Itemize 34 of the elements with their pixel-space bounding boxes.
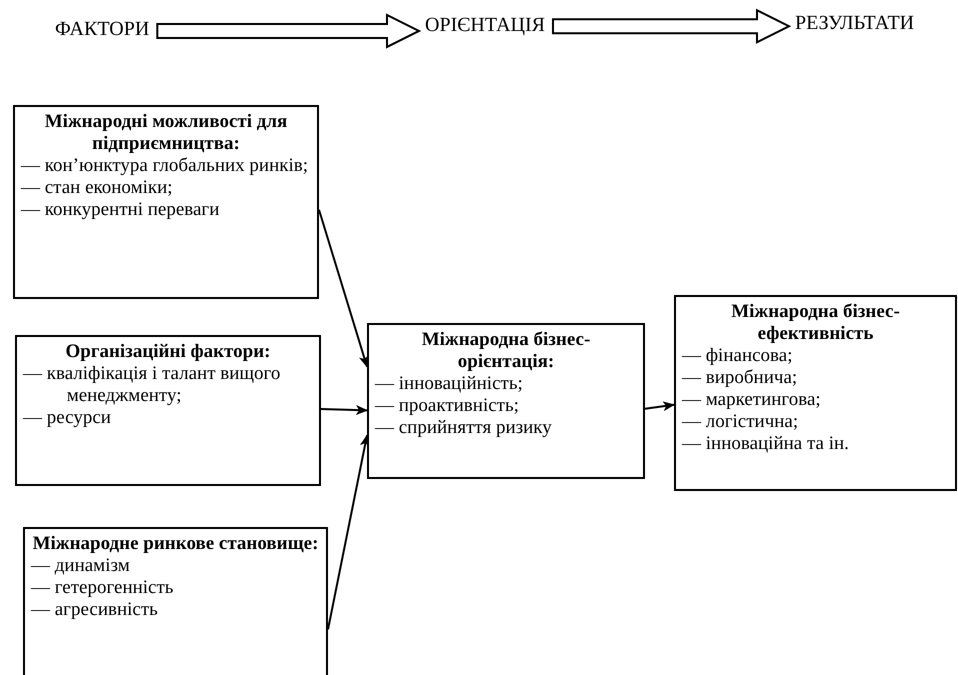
column-heading: ФАКТОРИ xyxy=(55,18,150,41)
list-item: — стан економіки; xyxy=(21,177,174,199)
box-heading: Організаційні фактори: xyxy=(64,341,272,363)
list-item: — кваліфікація і талант вищого менеджменту; xyxy=(23,363,282,407)
arrow xyxy=(644,401,675,412)
list-item: — проактивність; xyxy=(375,395,520,417)
list-item: — інноваційність; xyxy=(375,373,524,395)
box-heading: Міжнародні можливості для підприємництва: xyxy=(44,111,288,155)
arrow xyxy=(318,209,369,368)
list-item: — логістична; xyxy=(682,411,800,433)
factor-box xyxy=(13,105,319,299)
list-item: — кон’юнктура глобальних ринків; xyxy=(21,155,309,177)
list-item: — маркетингова; xyxy=(682,389,822,411)
list-item: — динамізм xyxy=(31,555,131,577)
list-item: — агресивність xyxy=(31,599,159,621)
list-item: — гетерогенність xyxy=(31,577,174,599)
block-arrow xyxy=(156,13,422,49)
factor-box xyxy=(23,527,328,675)
box-heading: Міжнародне ринкове становище: xyxy=(32,533,320,555)
factor-box xyxy=(15,335,321,486)
list-item: — інноваційна та ін. xyxy=(682,433,850,455)
result-box xyxy=(674,295,957,491)
list-item: — сприйняття ризику xyxy=(375,417,553,439)
list-item: — виробнича; xyxy=(682,367,798,389)
column-heading: РЕЗУЛЬТАТИ xyxy=(795,12,914,35)
orientation-box xyxy=(367,323,645,479)
list-item: — конкурентні переваги xyxy=(21,199,220,221)
column-heading: ОРІЄНТАЦІЯ xyxy=(425,14,545,37)
list-item: — фінансова; xyxy=(682,345,794,367)
arrow xyxy=(320,405,368,416)
block-arrow xyxy=(552,8,792,44)
list-item: — ресурси xyxy=(23,407,112,429)
box-heading: Міжнародна бізнес-орієнтація: xyxy=(420,329,592,373)
box-heading: Міжнародна бізнес-ефективність xyxy=(730,301,901,345)
